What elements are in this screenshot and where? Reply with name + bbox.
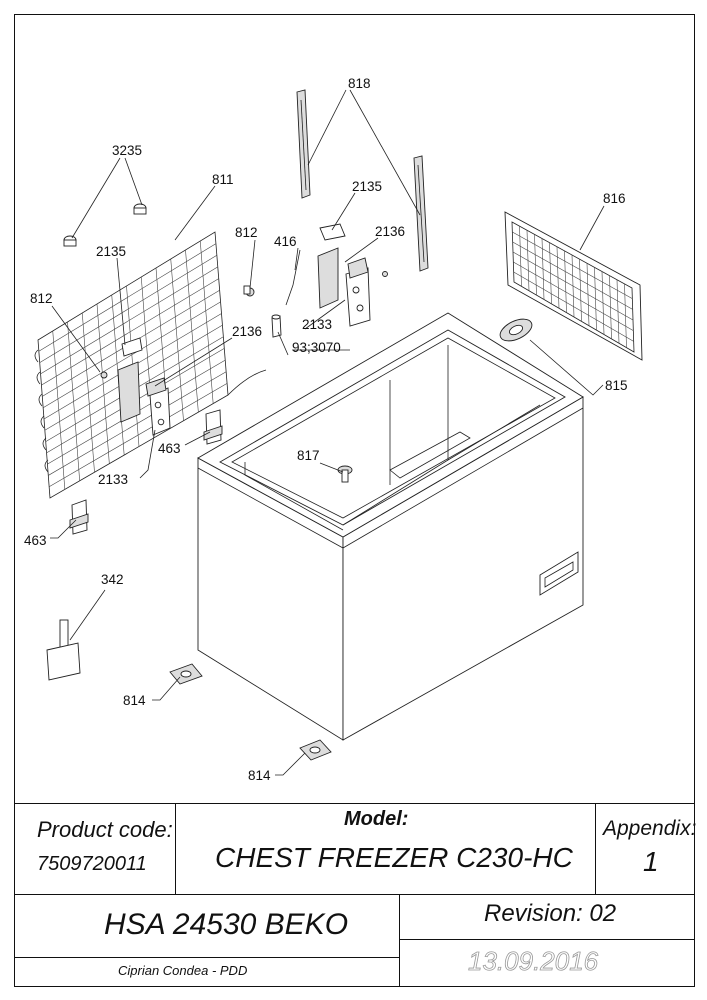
label-463-mid: 463 xyxy=(158,441,181,456)
appendix-number: 1 xyxy=(643,846,659,877)
pipe-416 xyxy=(285,249,301,306)
revision: Revision: 02 xyxy=(484,900,617,927)
label-812-top: 812 xyxy=(235,225,258,240)
product-code: 7509720011 xyxy=(37,853,147,875)
label-815: 815 xyxy=(605,378,628,393)
model-name: CHEST FREEZER C230-HC xyxy=(215,842,573,873)
screw-812-top xyxy=(243,285,255,297)
label-812-left: 812 xyxy=(30,291,53,306)
leader-lines xyxy=(50,89,605,776)
lock-bracket-463-left xyxy=(69,499,89,535)
company-code: HSA 24530 BEKO xyxy=(104,908,349,941)
back-panel-grille xyxy=(504,211,643,361)
revision-date: 13.09.2016 xyxy=(468,946,599,977)
hinge-assembly-top xyxy=(317,223,388,327)
model-label: Model: xyxy=(344,808,409,830)
rubber-feet-3235 xyxy=(63,203,147,247)
label-342: 342 xyxy=(101,572,124,587)
lock-bracket-463-mid xyxy=(203,409,223,445)
label-3235: 3235 xyxy=(112,143,142,158)
label-814-bottom: 814 xyxy=(248,768,271,783)
freezer-cabinet xyxy=(197,312,584,741)
hinge-cover-left xyxy=(296,89,311,199)
drawing-sheet xyxy=(14,14,695,987)
label-2135-top: 2135 xyxy=(352,179,382,194)
label-463-left: 463 xyxy=(24,533,47,548)
foot-814-left xyxy=(169,663,203,685)
label-93-3070: 93;3070 xyxy=(292,340,341,355)
label-2135-left: 2135 xyxy=(96,244,126,259)
appendix-label: Appendix: xyxy=(603,817,697,840)
label-2136-top: 2136 xyxy=(375,224,405,239)
product-code-label: Product code: xyxy=(37,817,173,842)
author: Ciprian Condea - PDD xyxy=(118,963,248,978)
hinge-cover-right xyxy=(413,155,429,272)
thermostat-knob-815 xyxy=(499,318,533,342)
part-labels: 818 3235 811 2135 2136 816 812 416 2135 … xyxy=(24,76,628,783)
label-814-left: 814 xyxy=(123,693,146,708)
label-2133-top: 2133 xyxy=(302,317,332,332)
label-811: 811 xyxy=(212,172,234,187)
fitting-93-3070 xyxy=(271,314,282,338)
label-816: 816 xyxy=(603,191,626,206)
foot-814-bottom xyxy=(299,739,332,761)
label-2136-left: 2136 xyxy=(232,324,262,339)
label-817: 817 xyxy=(297,448,320,463)
label-416: 416 xyxy=(274,234,297,249)
label-2133-left: 2133 xyxy=(98,472,128,487)
label-818: 818 xyxy=(348,76,371,91)
scraper-342 xyxy=(46,619,81,681)
hinge-assembly-left xyxy=(100,337,171,436)
